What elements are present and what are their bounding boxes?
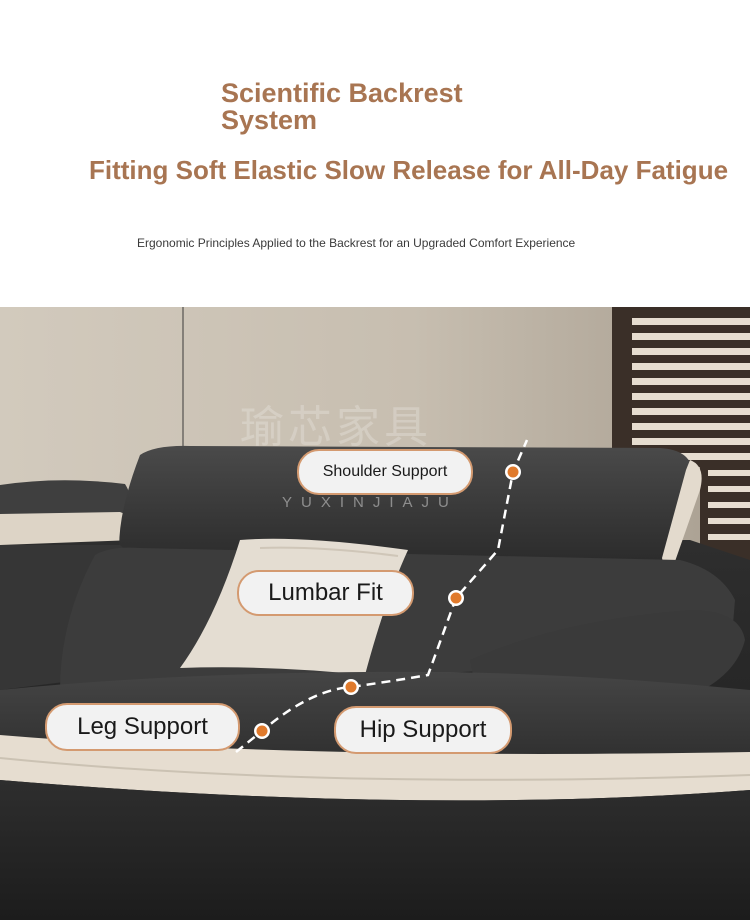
page-title: Scientific Backrest System bbox=[221, 78, 463, 135]
header-section: Scientific Backrest System Fitting Soft … bbox=[0, 0, 750, 307]
sofa-illustration bbox=[0, 307, 750, 920]
shoulder-support-label: Shoulder Support bbox=[297, 449, 473, 495]
seat-trim bbox=[0, 735, 750, 801]
support-curve bbox=[235, 439, 529, 753]
leg-support-label: Leg Support bbox=[45, 703, 240, 751]
support-dot-hip bbox=[343, 679, 359, 695]
watermark-brand-text: YUXINJIAJU bbox=[282, 494, 458, 511]
page-description: Ergonomic Principles Applied to the Back… bbox=[137, 236, 576, 250]
left-arm-trim bbox=[0, 512, 136, 545]
left-arm-cushion bbox=[0, 480, 131, 520]
watermark-logo: 瑜芯家具 bbox=[240, 403, 432, 452]
support-dot-shoulder bbox=[505, 464, 521, 480]
support-dot-lumbar bbox=[448, 590, 464, 606]
support-dot-leg bbox=[254, 723, 270, 739]
headrest-trim bbox=[662, 460, 702, 570]
lumbar-fit-label: Lumbar Fit bbox=[237, 570, 414, 616]
page-subtitle: Fitting Soft Elastic Slow Release for Al… bbox=[89, 155, 729, 185]
sofa-photo bbox=[0, 307, 750, 920]
headrest-cushion bbox=[119, 445, 692, 560]
sofa-front-base bbox=[0, 780, 750, 920]
hip-support-label: Hip Support bbox=[334, 706, 512, 754]
